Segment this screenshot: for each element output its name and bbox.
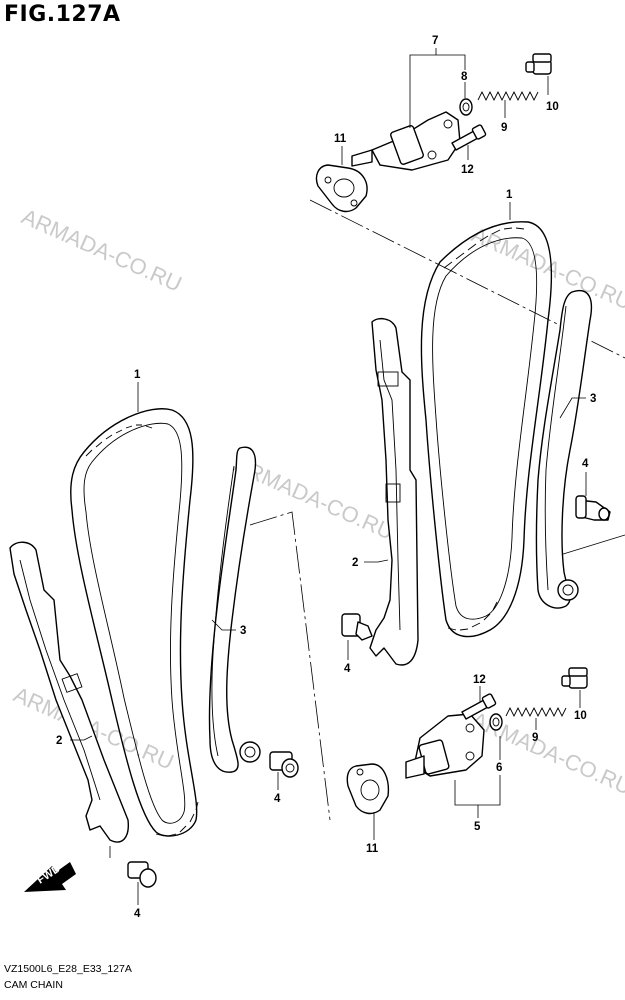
footer-name: CAM CHAIN xyxy=(4,979,63,991)
callout-1-top: 1 xyxy=(506,189,513,201)
callout-2-right: 2 xyxy=(352,557,358,569)
tensioner-assembly-bottom xyxy=(346,667,588,815)
washer-top xyxy=(459,98,473,116)
cam-chain-right xyxy=(420,221,553,638)
callout-7: 7 xyxy=(432,35,438,47)
gasket-bottom xyxy=(346,763,390,815)
callout-3-right: 3 xyxy=(590,393,596,405)
callout-12-top: 12 xyxy=(461,164,474,176)
callout-4-right-top: 4 xyxy=(582,458,589,470)
watermark-2: ARMADA-CO.RU xyxy=(468,222,625,315)
washer-bottom xyxy=(489,713,503,731)
callout-11-top: 11 xyxy=(334,133,347,145)
callout-6: 6 xyxy=(496,762,502,774)
callout-10-bottom: 10 xyxy=(574,710,587,722)
bolt-4-right xyxy=(575,495,611,521)
callout-numbers: 7 8 10 9 11 12 1 1 3 4 2 3 4 12 10 2 9 6… xyxy=(56,35,596,920)
bolt-4-left-bottom xyxy=(127,861,157,888)
tensioner-guide-right xyxy=(535,289,593,609)
chain-guide-left xyxy=(9,541,129,843)
spring-bottom xyxy=(505,706,567,718)
chain-guide-right xyxy=(369,317,419,666)
tensioner-guide-left xyxy=(208,446,261,773)
leader-lines xyxy=(70,48,587,905)
callout-10-top: 10 xyxy=(546,101,559,113)
callout-1-left: 1 xyxy=(134,369,141,381)
fwd-arrow-icon: FWD xyxy=(24,862,76,892)
callout-11-bottom: 11 xyxy=(366,843,379,855)
gasket-top xyxy=(315,164,368,213)
callout-2-left: 2 xyxy=(56,735,62,747)
callout-5: 5 xyxy=(474,821,481,833)
footer-code: VZ1500L6_E28_E33_127A xyxy=(4,963,132,975)
callout-8: 8 xyxy=(461,71,468,83)
spring-top xyxy=(477,90,539,102)
cam-chain-left xyxy=(70,408,199,837)
callout-4-center: 4 xyxy=(344,663,351,675)
watermark-1: ARMADA-CO.RU xyxy=(18,204,186,297)
bolt-4-center xyxy=(341,613,373,641)
callout-12-bottom: 12 xyxy=(473,674,486,686)
callout-4-left-mid: 4 xyxy=(274,793,281,805)
callout-9-bottom: 9 xyxy=(532,732,538,744)
callout-9-top: 9 xyxy=(501,122,507,134)
figure-title: FIG.127A xyxy=(4,2,121,27)
callout-3-left: 3 xyxy=(240,625,246,637)
bolt-4-left-mid xyxy=(269,751,299,778)
callout-4-left-bottom: 4 xyxy=(134,908,141,920)
tensioner-assembly-top xyxy=(315,53,552,213)
